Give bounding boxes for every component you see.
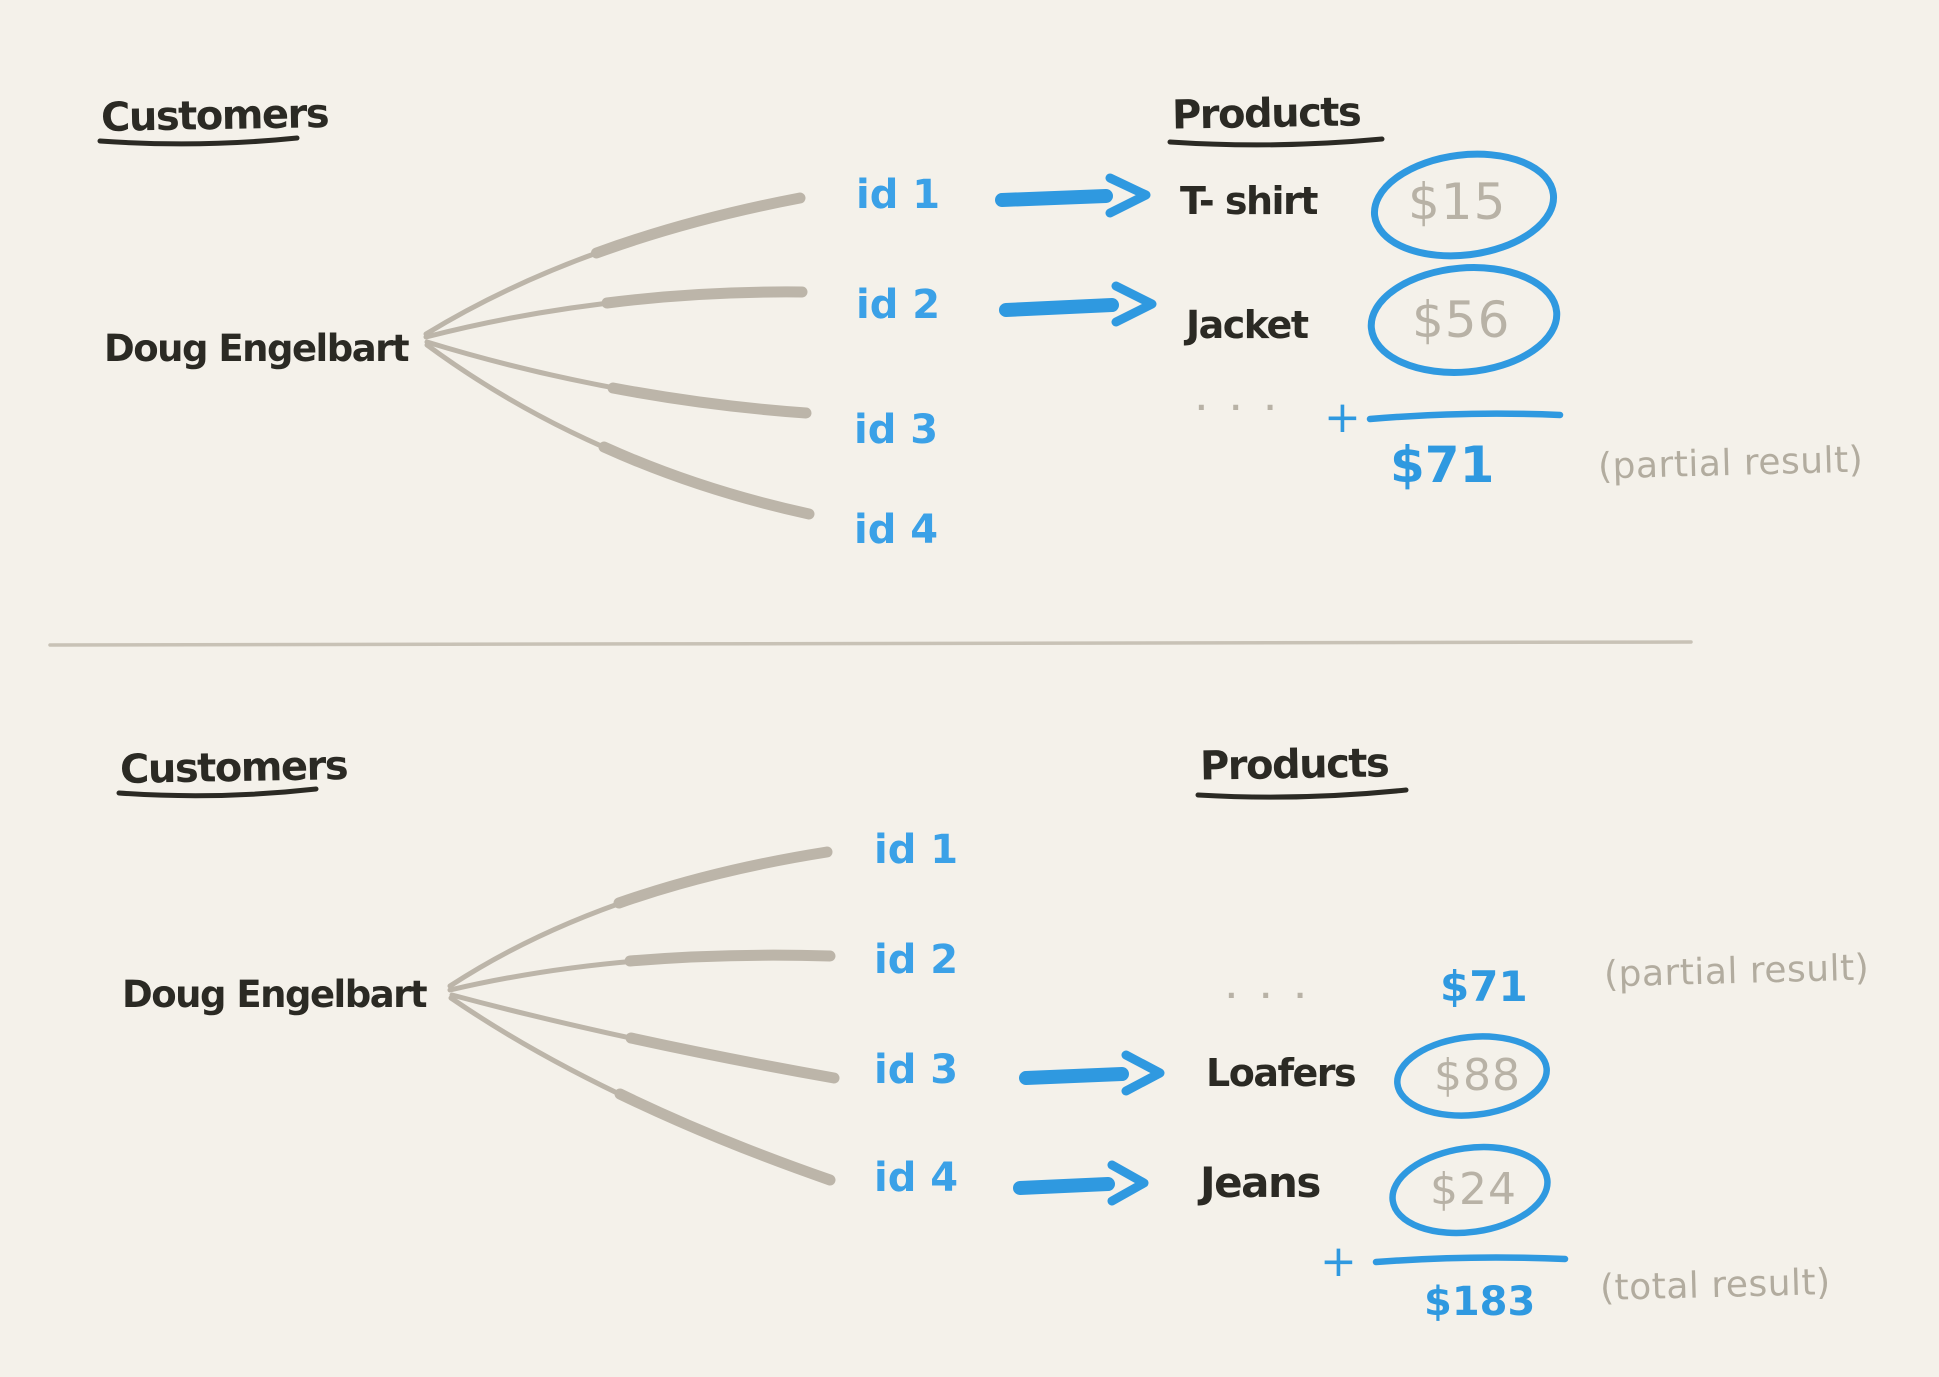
id4-label-bottom: id 4 — [874, 1155, 959, 1201]
product-loafers-label: Loafers — [1206, 1051, 1357, 1095]
fan-lines-bottom — [447, 846, 840, 1186]
sum-line-top — [1366, 410, 1564, 423]
customers-underline-bottom — [116, 786, 319, 799]
partial-result-note-top: (partial result) — [1597, 439, 1864, 488]
price-circle-jeans — [1389, 1143, 1551, 1237]
customers-underline-top — [97, 135, 300, 147]
fan-lines-top — [423, 192, 815, 520]
id2-label-bottom: id 2 — [874, 937, 959, 983]
customer-name-bottom: Doug Engelbart — [122, 973, 428, 1016]
total-value: $183 — [1424, 1279, 1536, 1325]
id1-label-top: id 1 — [856, 172, 941, 218]
price-loafers-value: $88 — [1434, 1050, 1521, 1101]
product-jacket-label: Jacket — [1186, 303, 1309, 347]
price-jeans-value: $24 — [1430, 1164, 1517, 1215]
products-heading-top: Products — [1171, 89, 1361, 139]
plus-sign-bottom: + — [1320, 1236, 1357, 1287]
products-underline-top — [1167, 136, 1385, 148]
id3-label-top: id 3 — [854, 407, 939, 453]
ellipsis-bottom: · · · — [1226, 979, 1313, 1012]
ellipsis-top: · · · — [1196, 391, 1283, 424]
partial-result-note-bottom: (partial result) — [1603, 947, 1870, 996]
section-divider — [48, 640, 1693, 647]
product-tshirt-label: T- shirt — [1180, 179, 1318, 223]
price-jacket-value: $56 — [1412, 291, 1511, 349]
customers-heading-bottom: Customers — [119, 743, 348, 793]
price-circle-jacket — [1367, 264, 1561, 376]
total-result-note: (total result) — [1599, 1261, 1832, 1310]
customer-name-top: Doug Engelbart — [104, 327, 410, 370]
arrow-id4-jeans-icon — [1013, 1160, 1149, 1206]
price-circle-tshirt — [1370, 150, 1558, 260]
carried-subtotal-value: $71 — [1440, 962, 1528, 1011]
id3-label-bottom: id 3 — [874, 1047, 959, 1093]
price-circle-loafers — [1394, 1033, 1550, 1119]
product-jeans-label: Jeans — [1200, 1158, 1321, 1207]
arrow-id2-jacket-icon — [999, 281, 1157, 327]
price-tshirt-value: $15 — [1408, 173, 1507, 231]
sum-line-bottom — [1372, 1254, 1569, 1266]
arrow-id1-tshirt-icon — [995, 173, 1151, 218]
id1-label-bottom: id 1 — [874, 827, 959, 873]
id2-label-top: id 2 — [856, 282, 941, 328]
products-underline-bottom — [1195, 787, 1409, 800]
id4-label-top: id 4 — [854, 507, 939, 553]
products-heading-bottom: Products — [1199, 740, 1389, 790]
customers-heading-top: Customers — [100, 91, 329, 141]
plus-sign-top: + — [1324, 392, 1361, 443]
arrow-id3-loafers-icon — [1019, 1050, 1165, 1096]
subtotal-value-top: $71 — [1390, 436, 1495, 494]
